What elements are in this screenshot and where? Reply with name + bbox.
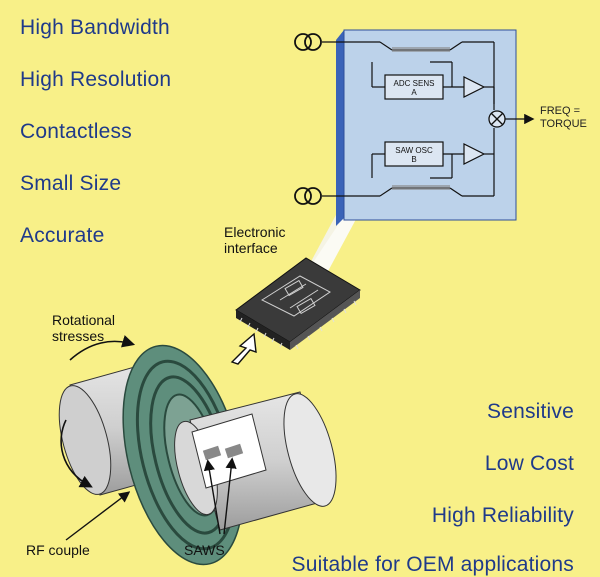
upward-arrow-icon (230, 332, 257, 365)
feature-sensitive: Sensitive (486, 400, 574, 423)
feature-oem-applications: Suitable for OEM applications (291, 553, 574, 576)
electronic-interface-line1: Electronic (224, 224, 286, 240)
saws-label: SAWS (184, 542, 225, 558)
saws-pointer-2 (223, 457, 237, 535)
feature-low-cost: Low Cost (484, 452, 574, 475)
electronic-interface-label: Electronic interface (224, 224, 285, 256)
rotational-arrow-top (69, 335, 136, 361)
saws-pointer-1 (203, 459, 221, 535)
rotational-stresses-label: Rotational stresses (52, 312, 115, 344)
feature-high-bandwidth: High Bandwidth (20, 16, 170, 39)
bottom-antenna-icon (294, 187, 322, 205)
feature-contactless: Contactless (20, 120, 132, 143)
rf-couple-pointer (65, 491, 131, 541)
feature-high-reliability: High Reliability (431, 504, 574, 527)
block-a-label-line1: ADC SENS (394, 79, 435, 88)
rotational-stresses-line2: stresses (52, 328, 105, 344)
rotational-arrow-left (60, 419, 93, 488)
block-b-label-line1: SAW OSC (395, 146, 433, 155)
rf-couple-label: RF couple (26, 542, 90, 558)
feature-high-resolution: High Resolution (20, 68, 172, 91)
feature-accurate: Accurate (20, 224, 105, 247)
output-label-line1: FREQ = (540, 105, 580, 117)
top-antenna-icon (294, 33, 322, 51)
circuit-panel: ADC SENS A SAW OSC B FREQ (322, 29, 587, 226)
feature-small-size: Small Size (20, 172, 122, 195)
output-label-line2: TORQUE (540, 118, 587, 130)
block-a-label-line2: A (411, 88, 417, 97)
electronic-chip (235, 257, 361, 350)
block-b-label-line2: B (411, 155, 416, 164)
electronic-interface-line2: interface (224, 240, 278, 256)
rotational-stresses-line1: Rotational (52, 312, 116, 328)
